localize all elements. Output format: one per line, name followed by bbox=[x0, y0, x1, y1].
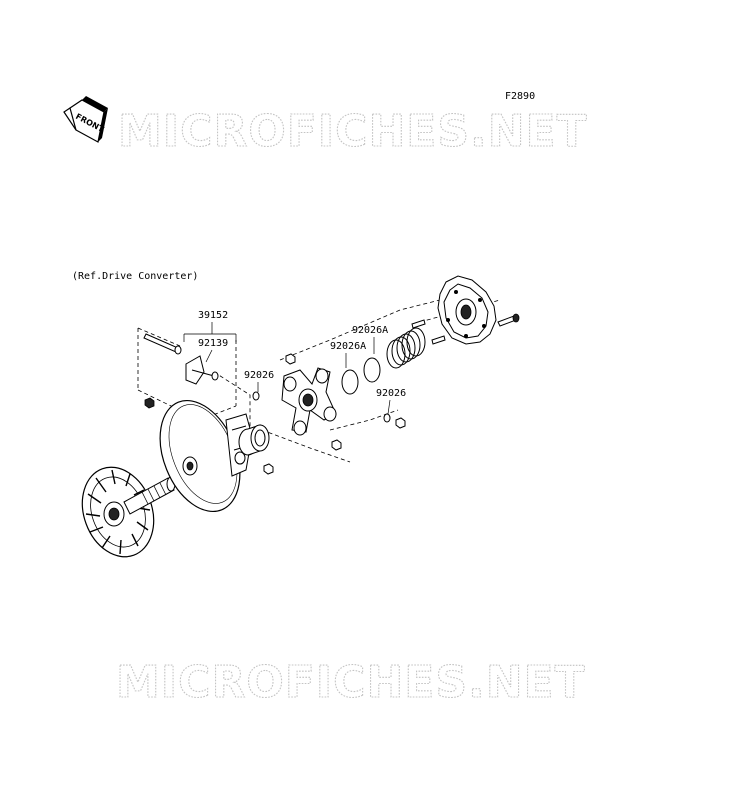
part-label-92026-right: 92026 bbox=[376, 388, 406, 399]
spider-part bbox=[281, 367, 337, 436]
weight-pin-part bbox=[143, 333, 182, 355]
nut-parts bbox=[144, 353, 406, 475]
washer-92026-right bbox=[383, 413, 391, 423]
spring-part bbox=[386, 327, 426, 369]
cover-part bbox=[437, 275, 497, 345]
figure-code: F2890 bbox=[505, 91, 535, 102]
movable-sheave-part bbox=[159, 399, 253, 513]
reference-note: (Ref.Drive Converter) bbox=[72, 271, 198, 282]
part-label-92026a-lower: 92026A bbox=[330, 341, 366, 352]
part-label-39152: 39152 bbox=[198, 310, 228, 321]
part-label-92026-left: 92026 bbox=[244, 370, 274, 381]
washer-92026-left bbox=[252, 391, 260, 401]
bushing-part bbox=[238, 424, 270, 456]
watermark-bottom: MICROFICHES.NET bbox=[116, 657, 586, 708]
part-label-92026a-upper: 92026A bbox=[352, 325, 388, 336]
front-arrow-icon: FRONT bbox=[63, 96, 108, 143]
roller-weight-part bbox=[185, 355, 219, 385]
part-label-92139: 92139 bbox=[198, 338, 228, 349]
leader-lines bbox=[183, 322, 391, 415]
cover-bolt-parts bbox=[411, 313, 520, 345]
fixed-sheave-part bbox=[81, 466, 176, 558]
shim-92026a-part bbox=[341, 357, 381, 395]
watermark-top: MICROFICHES.NET bbox=[118, 106, 588, 157]
